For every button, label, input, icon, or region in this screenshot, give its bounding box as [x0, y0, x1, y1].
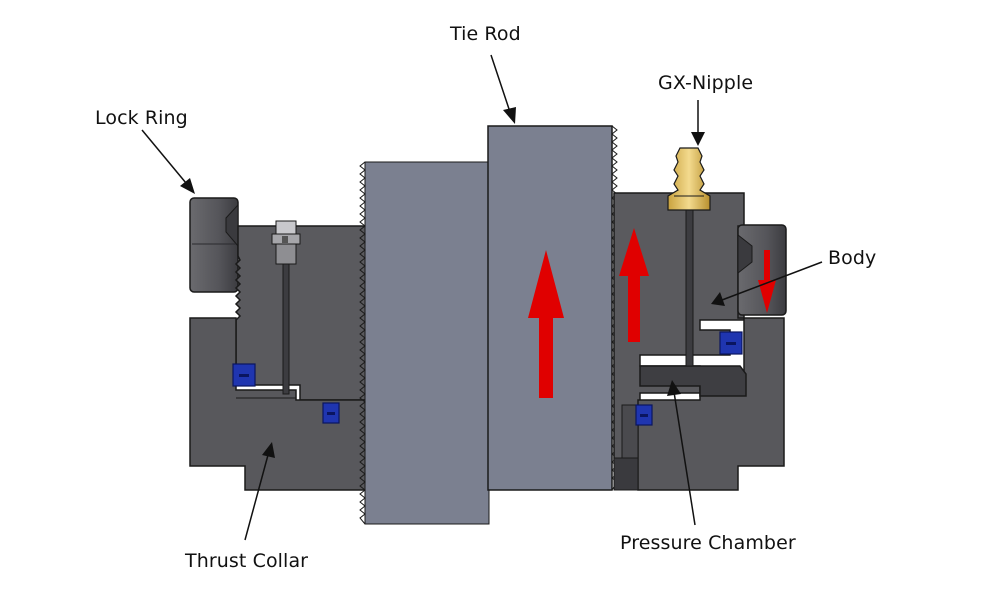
seal-left-2: [322, 402, 340, 424]
leader-pressure-chamber: [667, 380, 696, 526]
label-thrust-collar: Thrust Collar: [185, 550, 309, 572]
leader-gx-nipple: [691, 100, 705, 146]
label-tie-rod: Tie Rod: [450, 23, 521, 45]
leader-lock-ring: [141, 129, 195, 194]
bleed-fitting-left: [271, 220, 301, 395]
label-body: Body: [828, 247, 877, 269]
label-gx-nipple: GX-Nipple: [658, 72, 754, 94]
force-arrow-tie-rod: [528, 250, 564, 398]
inner-sleeve-right: [613, 404, 639, 491]
force-arrow-body-up: [619, 228, 649, 342]
force-arrow-lock-ring-down: [758, 250, 776, 313]
lock-ring-right: [737, 224, 787, 316]
seal-right-1: [719, 331, 743, 355]
bore-wall-left: [359, 161, 490, 525]
seal-left-1: [232, 363, 256, 387]
pressure-chamber-piston: [639, 365, 747, 397]
leader-body: [711, 261, 823, 306]
seal-right-2: [635, 404, 653, 426]
body-left: [234, 225, 367, 401]
gx-nipple: [667, 147, 711, 367]
body-right: [613, 192, 745, 461]
label-lock-ring: Lock Ring: [95, 107, 188, 129]
label-pressure-chamber: Pressure Chamber: [620, 532, 796, 554]
leader-tie-rod: [490, 54, 516, 124]
leader-thrust-collar: [244, 442, 275, 541]
lock-ring-left: [189, 197, 239, 293]
